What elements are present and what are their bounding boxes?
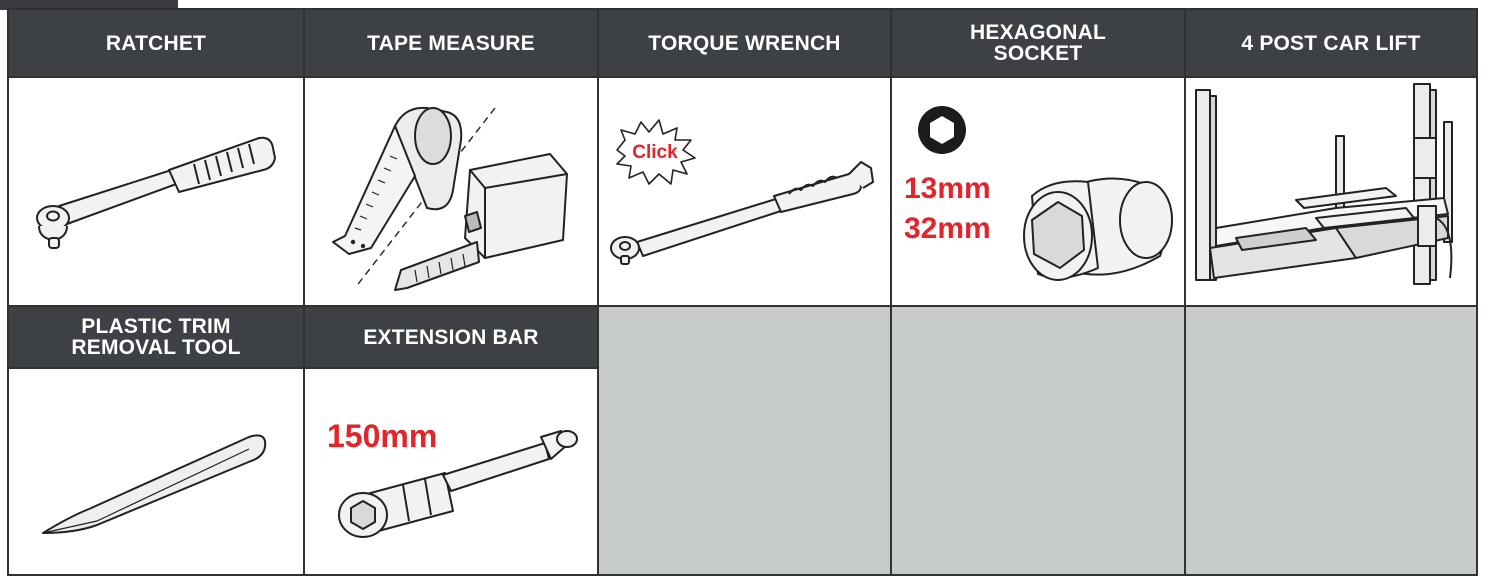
car-lift-icon (1195, 83, 1453, 285)
header-ratchet-label: RATCHET (105, 31, 207, 55)
empty-cell-1 (599, 307, 890, 574)
header-tape-measure: TAPE MEASURE (305, 10, 597, 76)
top-tab (0, 0, 178, 10)
cell-trim-tool (9, 369, 303, 574)
header-hexagonal-socket-line2: SOCKET (993, 42, 1083, 65)
header-ratchet: RATCHET (9, 10, 303, 76)
extension-bar-length: 150mm (327, 418, 437, 454)
trim-removal-tool-icon (42, 434, 267, 534)
header-trim-tool: PLASTIC TRIM REMOVAL TOOL (9, 307, 303, 367)
header-tape-measure-label: TAPE MEASURE (367, 31, 535, 55)
header-torque-wrench: TORQUE WRENCH (599, 10, 890, 76)
ratchet-icon (36, 136, 276, 249)
header-trim-tool-line1: PLASTIC TRIM (81, 315, 231, 338)
hexagonal-socket-icon: 13mm 32mm (904, 106, 1173, 281)
header-trim-tool-line2: REMOVAL TOOL (71, 336, 241, 359)
header-car-lift-label: 4 POST CAR LIFT (1241, 31, 1421, 55)
cell-extension-bar: 150mm (305, 369, 597, 574)
cell-ratchet (9, 78, 303, 305)
header-extension-bar-label: EXTENSION BAR (363, 325, 539, 349)
cell-car-lift (1186, 78, 1476, 305)
header-car-lift: 4 POST CAR LIFT (1186, 10, 1476, 76)
tools-table: RATCHET TAPE MEASURE TORQUE WRENCH HEXAG… (7, 8, 1478, 576)
tape-measure-icon (332, 106, 568, 291)
header-hexagonal-socket-line1: HEXAGONAL (970, 21, 1106, 44)
header-torque-wrench-label: TORQUE WRENCH (648, 31, 841, 55)
cell-hexagonal-socket: 13mm 32mm (892, 78, 1184, 305)
cell-torque-wrench: Click (599, 78, 890, 305)
header-extension-bar: EXTENSION BAR (305, 307, 597, 367)
extension-bar-icon: 150mm (327, 418, 578, 538)
socket-size-13mm: 13mm (904, 172, 991, 205)
socket-size-32mm: 32mm (904, 212, 991, 245)
click-burst-icon (616, 119, 696, 185)
click-label: Click (632, 142, 678, 163)
empty-cell-2 (892, 307, 1184, 574)
empty-cell-3 (1186, 307, 1476, 574)
header-hexagonal-socket: HEXAGONAL SOCKET (892, 10, 1184, 76)
cell-tape-measure (305, 78, 597, 305)
torque-wrench-icon: Click (610, 119, 874, 265)
